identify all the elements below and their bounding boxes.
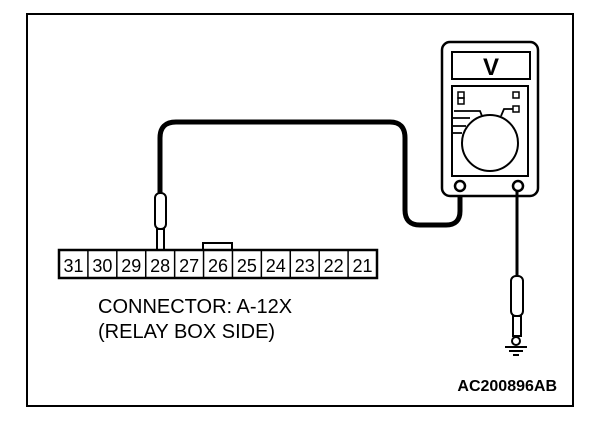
ground-probe xyxy=(510,275,524,346)
ground-icon xyxy=(505,346,527,356)
connector-label: CONNECTOR: A-12X xyxy=(98,296,292,318)
test-lead-wire xyxy=(157,119,463,228)
figure-id: AC200896AB xyxy=(457,378,557,395)
terminal-v xyxy=(511,179,525,193)
pin-29: 29 xyxy=(121,256,141,276)
pin-27: 27 xyxy=(179,256,199,276)
pin-31: 31 xyxy=(63,256,83,276)
connector-side-label: (RELAY BOX SIDE) xyxy=(98,321,275,343)
figure-frame xyxy=(26,13,574,407)
pin-30: 30 xyxy=(92,256,112,276)
connector-probe xyxy=(154,192,167,252)
pin-22: 22 xyxy=(324,256,344,276)
pin-23: 23 xyxy=(295,256,315,276)
connector-a-12x: 31 30 29 28 27 26 25 24 23 22 21 xyxy=(57,242,379,280)
terminal-com xyxy=(453,179,467,193)
meter-display xyxy=(451,51,531,80)
pin-21: 21 xyxy=(353,256,373,276)
rotary-dial xyxy=(461,114,519,172)
pin-28: 28 xyxy=(150,256,170,276)
pin-25: 25 xyxy=(237,256,257,276)
voltmeter: V xyxy=(440,40,540,198)
voltage-unit-label: V xyxy=(483,54,499,81)
pin-24: 24 xyxy=(266,256,286,276)
pin-26: 26 xyxy=(208,256,228,276)
